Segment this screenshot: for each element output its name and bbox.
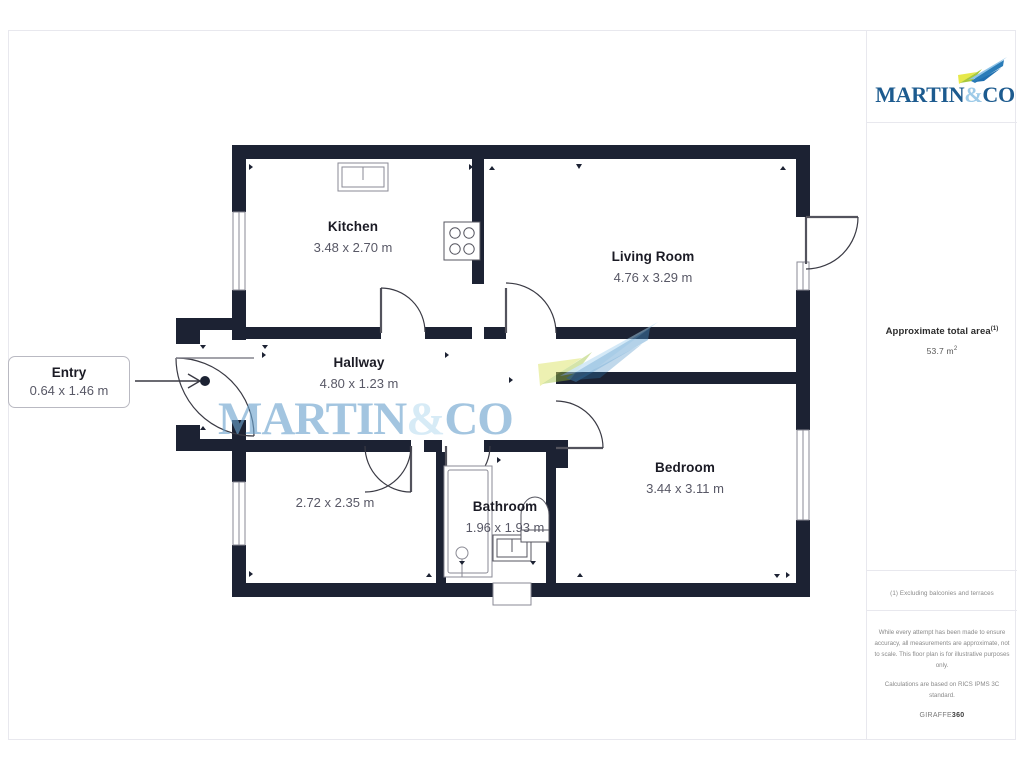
room-label-bathroom: Bathroom 1.96 x 1.93 m	[465, 499, 545, 535]
doors	[364, 215, 859, 493]
bathtub-icon	[443, 465, 493, 578]
panel-divider-3	[867, 610, 1017, 611]
floor-plan-drawing: MARTIN&CO Kitchen 3.48 x 2.70 m Living R…	[8, 145, 859, 606]
kitchen-counter-icon	[337, 162, 389, 192]
dimension-ticks	[200, 164, 790, 578]
brand-wordmark: MARTIN&CO	[875, 82, 1015, 107]
total-area-value: 53.7 m2	[926, 346, 958, 357]
disclaimer-text: While every attempt has been made to ens…	[873, 628, 1011, 702]
disclaimer-paragraph-1: While every attempt has been made to ens…	[874, 629, 1010, 669]
total-area-block: Approximate total area(1) 53.7 m2	[867, 326, 1017, 356]
entry-dimensions: 0.64 x 1.46 m	[29, 383, 109, 398]
entry-door	[175, 357, 255, 437]
room-label-living-room: Living Room 4.76 x 3.29 m	[611, 249, 695, 285]
floor-plan-svg	[135, 145, 859, 606]
entry-label: Entry	[51, 365, 87, 380]
room-label-bedroom: Bedroom 3.44 x 3.11 m	[646, 460, 724, 496]
stove-icon	[443, 221, 481, 261]
area-footnote: (1) Excluding balconies and terraces	[890, 590, 994, 597]
toilet-icon	[520, 496, 550, 543]
martin-and-co-bird-icon	[958, 57, 1007, 84]
entry-callout: Entry 0.64 x 1.46 m	[8, 356, 130, 408]
room-label-hallway: Hallway 4.80 x 1.23 m	[319, 355, 399, 391]
panel-divider-2	[867, 570, 1017, 571]
room-label-unnamed-room: 2.72 x 2.35 m	[295, 495, 375, 510]
giraffe360-credit: GIRAFFE360	[919, 712, 965, 719]
total-area-title: Approximate total area(1)	[885, 326, 999, 338]
washbasin-icon	[492, 534, 532, 606]
room-label-kitchen: Kitchen 3.48 x 2.70 m	[313, 219, 393, 255]
disclaimer-paragraph-2: Calculations are based on RICS IPMS 3C s…	[884, 681, 1000, 700]
walls	[176, 145, 810, 597]
entry-arrow	[135, 373, 210, 389]
brand-logo: MARTIN&CO	[867, 30, 1017, 122]
info-panel: MARTIN&CO Approximate total area(1) 53.7…	[866, 30, 1017, 740]
panel-divider-1	[867, 122, 1017, 123]
windows	[232, 211, 810, 546]
